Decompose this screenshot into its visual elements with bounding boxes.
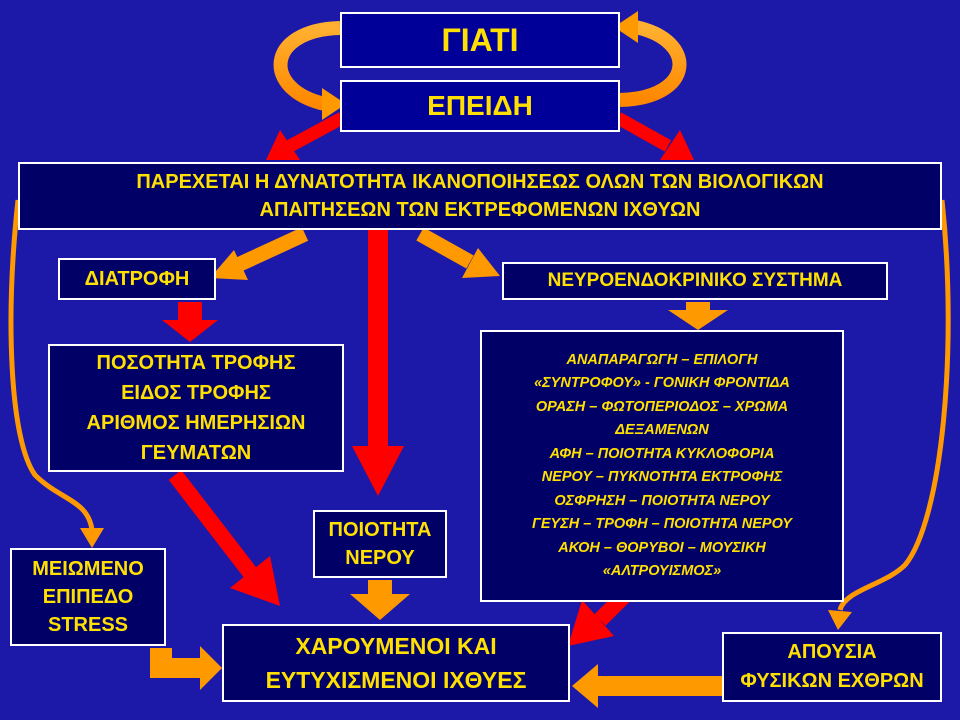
happy-fish-box: ΧΑΡΟΥΜΕΝΟΙ ΚΑΙ ΕΥΤΥΧΙΣΜΕΝΟΙ ΙΧΘΥΕΣ — [222, 624, 570, 702]
why-label: ΓΙΑΤΙ — [441, 21, 519, 58]
senses-line: ΟΣΦΡΗΣΗ – ΠΟΙΟΤΗΤΑ ΝΕΡΟΥ — [554, 492, 770, 509]
stress-line: ΕΠΙΠΕΔΟ — [42, 586, 134, 608]
water-line: ΠΟΙΟΤΗΤΑ — [328, 519, 432, 541]
loop-arrow-left — [273, 21, 346, 120]
loop-arrow-right — [614, 11, 687, 107]
stress-line: STRESS — [47, 614, 129, 636]
biological-needs-line-1: ΠΑΡΕΧΕΤΑΙ Η ΔΥΝΑΤΟΤΗΤΑ ΙΚΑΝΟΠΟΙΗΣΕΩΣ ΟΛΩ… — [136, 171, 824, 193]
orange-arrow-to-diet — [210, 227, 309, 280]
senses-line: ΝΕΡΟΥ – ΠΥΚΝΟΤΗΤΑ ΕΚΤΡΟΦΗΣ — [541, 469, 783, 485]
orange-arrow-neuro-down — [668, 302, 728, 330]
food-line: ΓΕΥΜΑΤΩΝ — [140, 442, 252, 464]
reduced-stress-box: ΜΕΙΩΜΕΝΟ ΕΠΙΠΕΔΟ STRESS — [10, 548, 166, 646]
food-line: ΕΙΔΟΣ ΤΡΟΦΗΣ — [121, 382, 271, 404]
senses-line: «ΣΥΝΤΡΟΦΟΥ» - ΓΟΝΙΚΗ ΦΡΟΝΤΙΔΑ — [534, 375, 790, 391]
happy-line: ΕΥΤΥΧΙΣΜΕΝΟΙ ΙΧΘΥΕΣ — [265, 667, 527, 693]
neuroendocrine-label: ΝΕΥΡΟΕΝΔΟΚΡΙΝΙΚΟ ΣΥΣΤΗΜΑ — [547, 270, 843, 291]
senses-line: ΑΚΟΗ – ΘΟΡΥΒΟΙ – ΜΟΥΣΙΚΗ — [558, 539, 766, 556]
senses-line: «ΑΛΤΡΟΥΙΣΜΟΣ» — [602, 563, 722, 579]
happy-line: ΧΑΡΟΥΜΕΝΟΙ ΚΑΙ — [295, 633, 497, 659]
orange-arrow-to-neuro — [416, 227, 500, 278]
neuroendocrine-box: ΝΕΥΡΟΕΝΔΟΚΡΙΝΙΚΟ ΣΥΣΤΗΜΑ — [502, 262, 888, 300]
red-arrow-food-to-happy — [168, 470, 280, 606]
diet-box: ΔΙΑΤΡΟΦΗ — [58, 258, 216, 300]
stress-line: ΜΕΙΩΜΕΝΟ — [32, 558, 144, 580]
senses-line: ΟΡΑΣΗ – ΦΩΤΟΠΕΡΙΟΔΟΣ – ΧΡΩΜΑ — [535, 398, 789, 415]
red-arrow-left-diagonal — [266, 112, 346, 160]
because-label: ΕΠΕΙΔΗ — [427, 90, 533, 121]
orange-arrow-enemies-to-happy — [572, 664, 722, 708]
senses-box: ΑΝΑΠΑΡΑΓΩΓΗ – ΕΠΙΛΟΓΗ «ΣΥΝΤΡΟΦΟΥ» - ΓΟΝΙ… — [480, 330, 844, 602]
enemies-line: ΦΥΣΙΚΩΝ ΕΧΘΡΩΝ — [740, 670, 924, 692]
red-arrow-right-diagonal — [614, 112, 694, 160]
water-line: ΝΕΡΟΥ — [345, 547, 415, 569]
biological-needs-box: ΠΑΡΕΧΕΤΑΙ Η ΔΥΝΑΤΟΤΗΤΑ ΙΚΑΝΟΠΟΙΗΣΕΩΣ ΟΛΩ… — [18, 162, 942, 230]
water-quality-box: ΠΟΙΟΤΗΤΑ ΝΕΡΟΥ — [313, 510, 447, 578]
senses-line: ΔΕΞΑΜΕΝΩΝ — [615, 422, 709, 438]
enemies-line: ΑΠΟΥΣΙΑ — [787, 641, 877, 663]
because-box: ΕΠΕΙΔΗ — [340, 80, 620, 132]
no-predators-box: ΑΠΟΥΣΙΑ ΦΥΣΙΚΩΝ ΕΧΘΡΩΝ — [722, 632, 942, 702]
senses-line: ΑΝΑΠΑΡΑΓΩΓΗ – ΕΠΙΛΟΓΗ — [566, 351, 758, 368]
right-side-curve-arrow — [828, 199, 951, 630]
left-side-curve-arrow — [8, 199, 104, 548]
orange-arrow-water-down — [350, 580, 410, 620]
red-arrow-center-down — [352, 230, 404, 496]
orange-arrow-stress-to-happy — [150, 646, 222, 690]
food-details-box: ΠΟΣΟΤΗΤΑ ΤΡΟΦΗΣ ΕΙΔΟΣ ΤΡΟΦΗΣ ΑΡΙΘΜΟΣ ΗΜΕ… — [48, 344, 344, 472]
red-arrow-diet-down — [162, 302, 218, 342]
diet-label: ΔΙΑΤΡΟΦΗ — [84, 267, 190, 290]
senses-line: ΑΦΗ – ΠΟΙΟΤΗΤΑ ΚΥΚΛΟΦΟΡΙΑ — [549, 445, 775, 462]
why-box: ΓΙΑΤΙ — [340, 12, 620, 68]
senses-line: ΓΕΥΣΗ – ΤΡΟΦΗ – ΠΟΙΟΤΗΤΑ ΝΕΡΟΥ — [532, 516, 792, 532]
food-line: ΠΟΣΟΤΗΤΑ ΤΡΟΦΗΣ — [96, 352, 296, 374]
biological-needs-line-2: ΑΠΑΙΤΗΣΕΩΝ ΤΩΝ ΕΚΤΡΕΦΟΜΕΝΩΝ ΙΧΘΥΩΝ — [259, 199, 701, 221]
food-line: ΑΡΙΘΜΟΣ ΗΜΕΡΗΣΙΩΝ — [86, 412, 306, 434]
